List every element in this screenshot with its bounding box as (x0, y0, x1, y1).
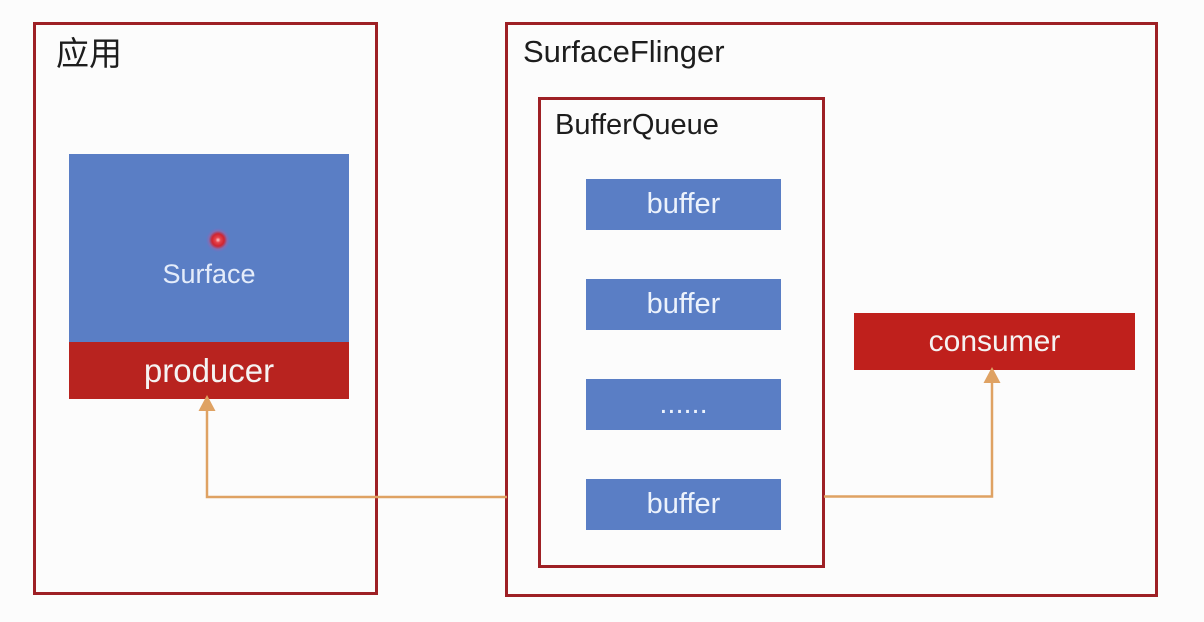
producer-block: producer (69, 342, 349, 399)
laser-pointer-dot-icon (206, 228, 230, 252)
app-box: 应用 Surface producer (33, 22, 378, 595)
surface-block: Surface (69, 154, 349, 342)
surface-label: Surface (162, 259, 256, 289)
surfaceflinger-box: SurfaceFlinger BufferQueue buffer buffer… (505, 22, 1158, 597)
app-box-title: 应用 (56, 35, 122, 72)
buffer-slot: buffer (586, 479, 781, 530)
buffer-slot: buffer (586, 279, 781, 330)
buffer-slot-ellipsis: ...... (586, 379, 781, 430)
bufferqueue-title: BufferQueue (555, 109, 719, 141)
consumer-block: consumer (854, 313, 1135, 370)
bufferqueue-box: BufferQueue buffer buffer ...... buffer (538, 97, 825, 568)
buffer-slot: buffer (586, 179, 781, 230)
surfaceflinger-title: SurfaceFlinger (523, 34, 725, 69)
